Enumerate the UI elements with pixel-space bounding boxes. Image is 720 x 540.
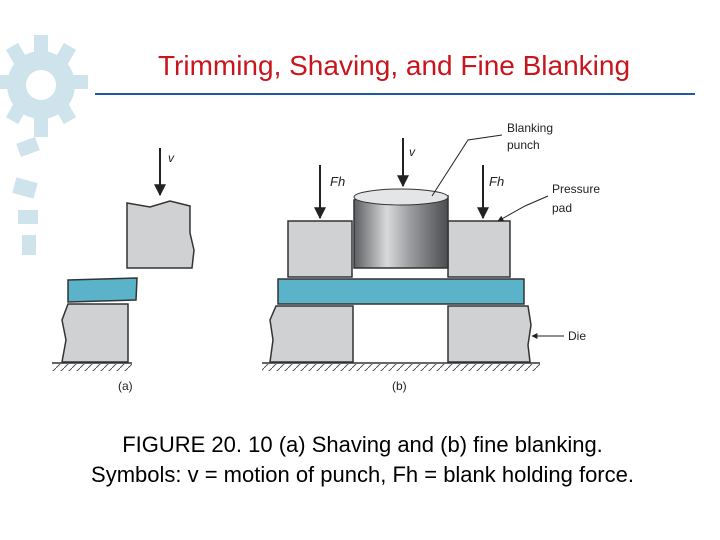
die-left: [269, 305, 354, 363]
sheet-a: [67, 277, 138, 303]
figure-caption: FIGURE 20. 10 (a) Shaving and (b) fine b…: [0, 430, 720, 490]
slide-title: Trimming, Shaving, and Fine Blanking: [157, 50, 631, 81]
pressure-pad-left: [287, 220, 353, 278]
panel-b: Fh v Fh Blanking punch Pressure pad Die …: [262, 121, 600, 393]
die-right: [447, 305, 532, 363]
callout-pressure: Pressure: [552, 182, 600, 196]
callout-pad: pad: [552, 201, 572, 215]
title-divider: [95, 93, 695, 95]
caption-line-2: Symbols: v = motion of punch, Fh = blank…: [91, 462, 634, 487]
panel-b-label: (b): [392, 379, 407, 393]
pressure-pad-right: [447, 220, 511, 278]
pressure-pad-leader: [497, 195, 549, 222]
callout-blanking: Blanking: [507, 121, 553, 135]
blanking-punch: [353, 194, 449, 269]
force-label-right: Fh: [489, 174, 504, 189]
callout-die: Die: [568, 329, 586, 343]
shaving-punch: [126, 200, 195, 269]
gear-icon: [0, 35, 88, 255]
velocity-label-b: v: [409, 145, 416, 159]
sheet-b: [277, 278, 525, 305]
blanking-punch-leader: [431, 134, 503, 197]
blanking-figure: v (a) Fh v Fh Blankin: [52, 121, 600, 393]
velocity-label-a: v: [168, 151, 175, 165]
callout-punch: punch: [507, 138, 540, 152]
die-a: [61, 303, 129, 363]
panel-a-label: (a): [118, 379, 133, 393]
caption-line-1: FIGURE 20. 10 (a) Shaving and (b) fine b…: [122, 432, 603, 457]
panel-a: v (a): [52, 148, 195, 393]
force-label-left: Fh: [330, 174, 345, 189]
